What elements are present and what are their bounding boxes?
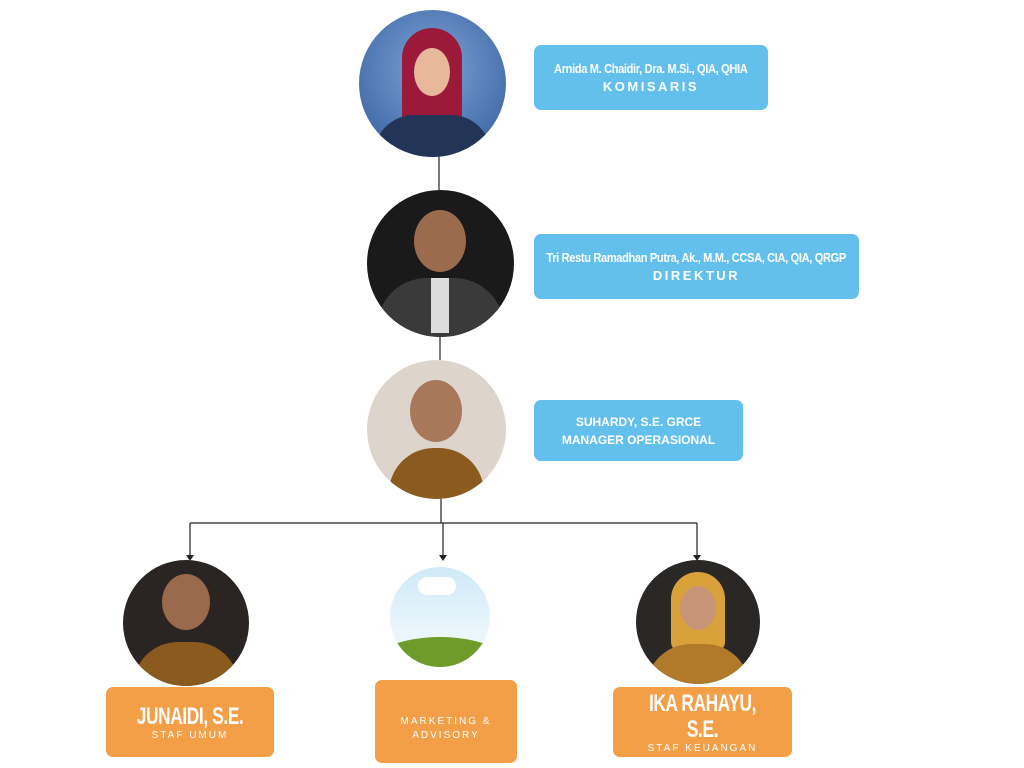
ika-box: IKA RAHAYU, S.E. STAF KEUANGAN [613, 687, 792, 757]
ika-role: STAF KEUANGAN [647, 742, 758, 754]
manager-name: SUHARDY, S.E. GRCE [575, 414, 702, 429]
komisaris-name: Arnida M. Chaidir, Dra. M.Si., QIA, QHIA [554, 61, 748, 76]
komisaris-photo [359, 10, 506, 157]
komisaris-box: Arnida M. Chaidir, Dra. M.Si., QIA, QHIA… [534, 45, 768, 110]
marketing-box: MARKETING & ADVISORY [375, 680, 517, 763]
placeholder-image [390, 567, 490, 667]
junaidi-box: JUNAIDI, S.E. STAF UMUM [106, 687, 274, 757]
komisaris-role: KOMISARIS [602, 79, 700, 94]
ika-name: IKA RAHAYU, S.E. [648, 689, 757, 743]
junaidi-role: STAF UMUM [151, 729, 229, 741]
manager-box: SUHARDY, S.E. GRCE MANAGER OPERASIONAL [534, 400, 743, 461]
direktur-box: Tri Restu Ramadhan Putra, Ak., M.M., CCS… [534, 234, 859, 299]
marketing-role: MARKETING & ADVISORY [400, 715, 492, 741]
manager-role: MANAGER OPERASIONAL [561, 432, 716, 447]
ika-photo [636, 560, 760, 684]
junaidi-name: JUNAIDI, S.E. [136, 702, 244, 730]
direktur-role: DIREKTUR [652, 268, 741, 283]
manager-photo [367, 360, 506, 499]
direktur-photo [367, 190, 514, 337]
direktur-name: Tri Restu Ramadhan Putra, Ak., M.M., CCS… [546, 250, 847, 265]
junaidi-photo [123, 560, 249, 686]
